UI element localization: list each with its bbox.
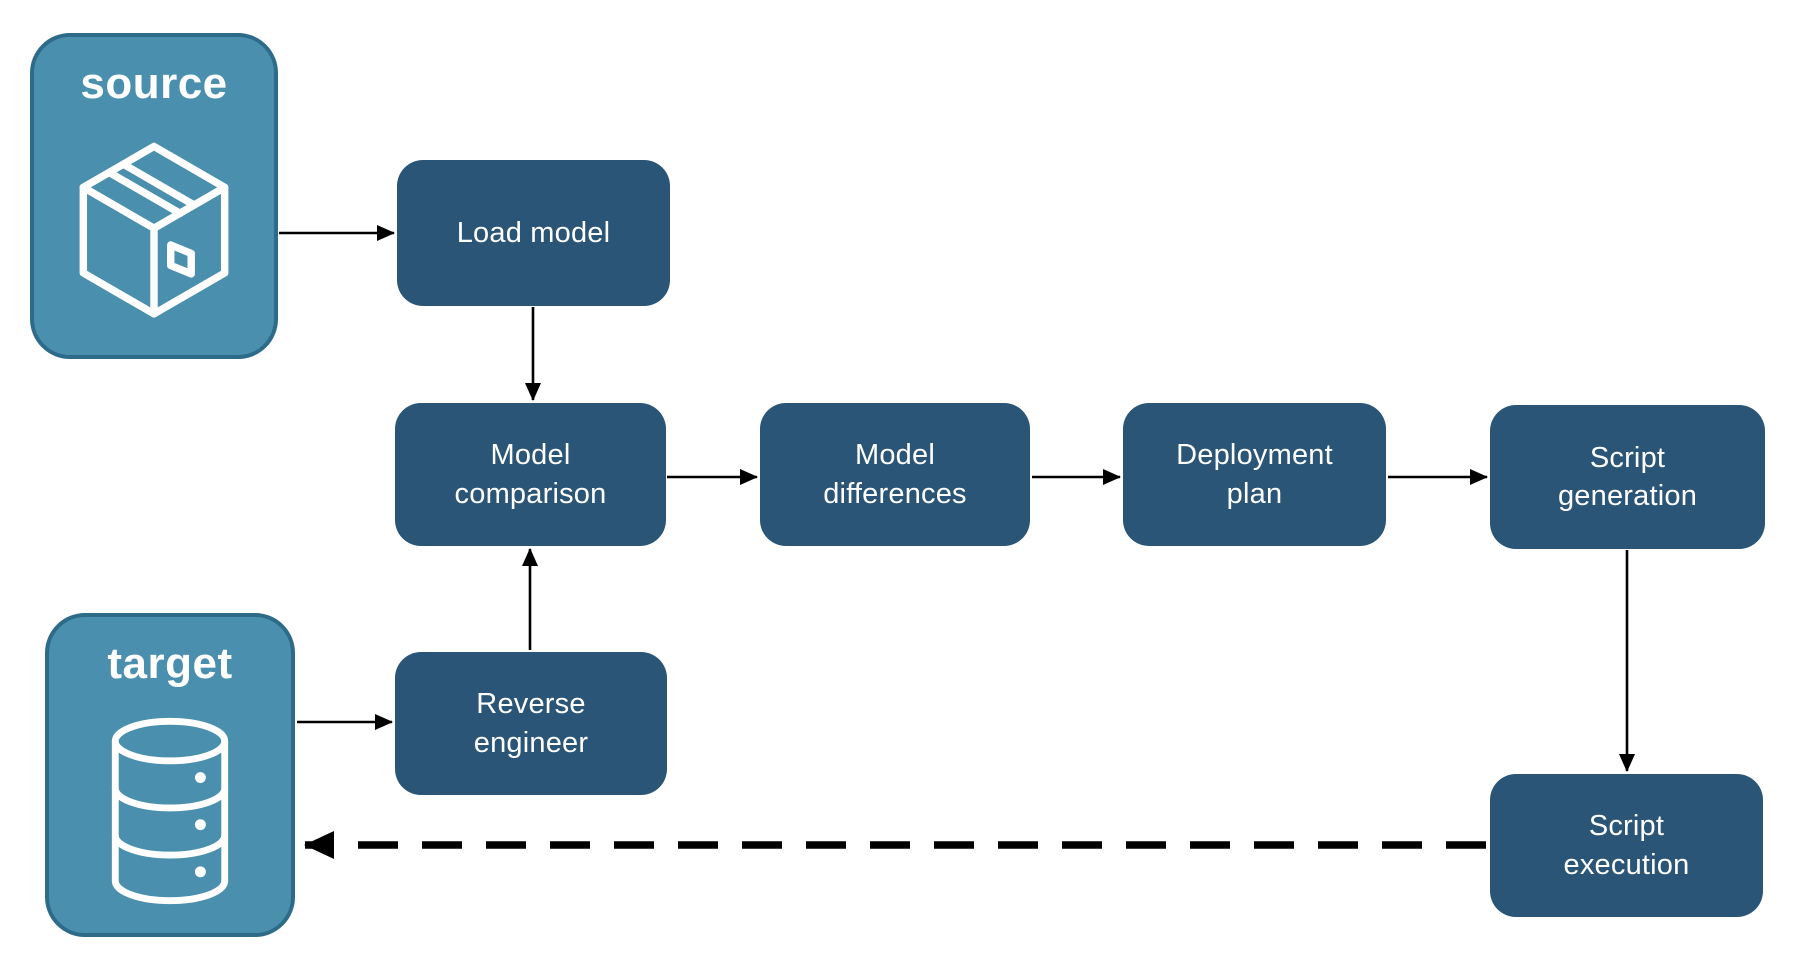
node-load-model: Load model (397, 160, 670, 306)
node-reverse-engineer: Reverse engineer (395, 652, 667, 795)
node-script-generation: Script generation (1490, 405, 1765, 549)
node-script-execution: Script execution (1490, 774, 1763, 917)
endpoint-source: source (30, 33, 278, 359)
target-label: target (107, 639, 233, 688)
endpoint-target: target (45, 613, 295, 937)
node-model-differences: Model differences (760, 403, 1030, 546)
node-model-comparison: Model comparison (395, 403, 666, 546)
source-label: source (80, 59, 228, 108)
node-deployment-plan: Deployment plan (1123, 403, 1386, 546)
package-icon (34, 109, 274, 355)
database-icon (49, 689, 291, 933)
